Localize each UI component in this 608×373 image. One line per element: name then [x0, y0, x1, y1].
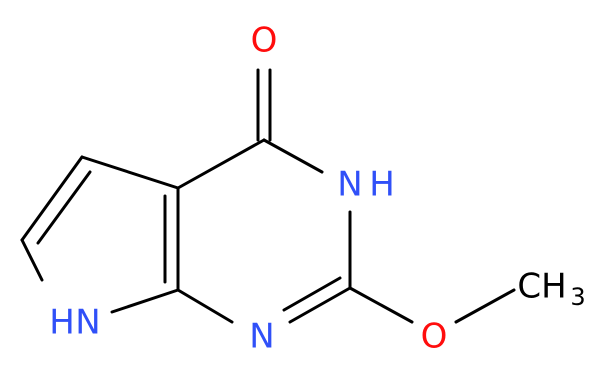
atom-n7: N — [75, 303, 100, 343]
bond-c5-c6-b — [36, 170, 92, 245]
bond-n1-c7a — [176, 288, 234, 324]
bond-c2-o-methoxy — [348, 286, 414, 324]
atom-o-carbonyl: O — [251, 21, 278, 61]
bond-c2-n1-b — [282, 276, 342, 312]
bond-o-ch3 — [454, 288, 516, 324]
bond-c4-n3 — [262, 138, 324, 174]
atom-labels: O N H N H N O CH 3 — [49, 21, 585, 357]
bond-c2-n1-a — [288, 286, 352, 324]
atom-n7-h: H — [49, 303, 75, 343]
atom-n3: N — [337, 165, 362, 205]
bond-n7-c7a — [110, 288, 180, 314]
bond-c6-n7 — [20, 238, 44, 282]
atom-o-methoxy: O — [421, 317, 448, 357]
atom-n3-h: H — [369, 165, 395, 205]
atom-ch3-c: CH — [517, 267, 566, 307]
atom-n1: N — [249, 317, 274, 357]
bond-c4a-c5 — [80, 155, 180, 190]
bonds — [20, 68, 516, 324]
bond-c4-c4a — [176, 138, 266, 190]
bond-c5-c6-a — [20, 155, 84, 242]
atom-ch3-subscript: 3 — [570, 283, 585, 311]
